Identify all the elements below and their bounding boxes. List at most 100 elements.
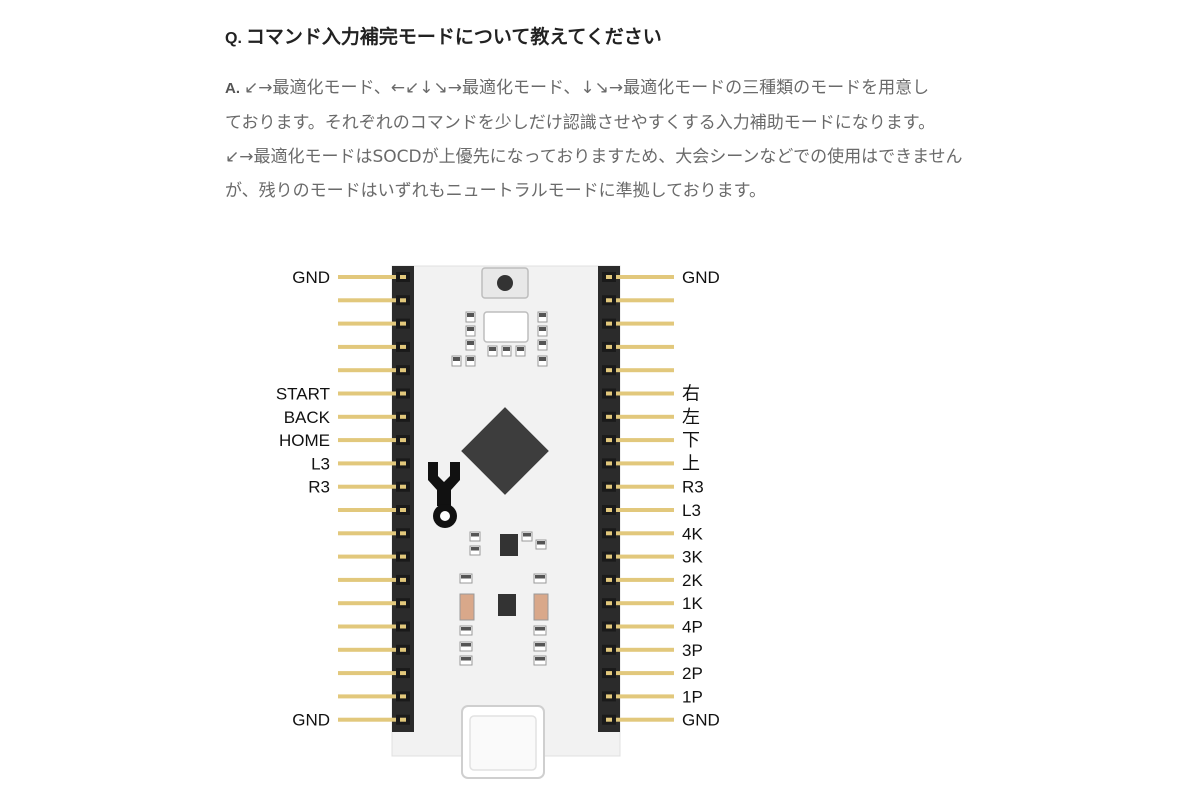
right-pin-tip: [606, 671, 612, 676]
right-pin: [604, 461, 674, 466]
smd-capacitor: [501, 345, 512, 357]
left-pin-tip: [400, 671, 406, 676]
right-pin-tip: [606, 461, 612, 466]
right-pin-tip: [606, 344, 612, 349]
right-pin-tip: [606, 368, 612, 373]
right-pin-label: 上: [682, 453, 700, 474]
usb-c-connector: [461, 705, 545, 779]
faq-answer: A.↙→最適化モード、←↙↓↘→最適化モード、↓↘→最適化モードの三種類のモード…: [225, 71, 1125, 208]
left-pin-tip: [400, 461, 406, 466]
left-header-strip: [392, 266, 414, 732]
smd-capacitor: [465, 355, 476, 367]
right-pin-label: 4P: [682, 618, 703, 637]
smd-capacitor: [465, 325, 476, 337]
smd-capacitor: [533, 625, 547, 636]
right-pin-label: GND: [682, 711, 720, 730]
transistor: [498, 594, 516, 616]
left-pin: [338, 531, 408, 536]
smd-capacitor: [451, 355, 462, 367]
left-pin: [338, 577, 408, 582]
right-pin: [604, 298, 674, 303]
right-pin-label: 3K: [682, 548, 703, 567]
left-pin-tip: [400, 577, 406, 582]
right-pin-tip: [606, 624, 612, 629]
right-pin: [604, 484, 674, 489]
right-pin-label: R3: [682, 478, 704, 497]
right-pin-label: 4K: [682, 524, 703, 543]
right-pin-label: 下: [682, 430, 700, 451]
smd-capacitor: [459, 625, 473, 636]
right-pin-tip: [606, 694, 612, 699]
left-pin: [338, 344, 408, 349]
answer-line: が、残りのモードはいずれもニュートラルモードに準拠しております。: [225, 181, 766, 201]
left-pin: [338, 717, 408, 722]
right-pin: [604, 275, 674, 279]
left-pin-label: HOME: [279, 431, 330, 450]
smd-capacitor: [533, 655, 547, 666]
right-pin-label: 1P: [682, 687, 703, 706]
right-pin-tip: [606, 298, 612, 303]
left-pin-tip: [400, 647, 406, 652]
left-pin: [338, 368, 408, 373]
right-pin: [604, 554, 674, 559]
right-pin-label: L3: [682, 501, 701, 520]
right-pin-label: 左: [682, 407, 700, 428]
right-pin: [604, 647, 674, 652]
question-text: コマンド入力補完モードについて教えてください: [245, 26, 662, 48]
smd-capacitor: [537, 325, 548, 337]
smd-capacitor: [533, 573, 547, 584]
right-pin: [604, 717, 674, 722]
right-pin-tip: [606, 647, 612, 652]
right-pin-tip: [606, 531, 612, 536]
right-pin: [604, 368, 674, 373]
right-pin-tip: [606, 508, 612, 512]
left-pin: [338, 275, 408, 279]
question-prefix: Q.: [225, 30, 242, 47]
right-pin-tip: [606, 438, 612, 443]
crystal: [483, 311, 529, 343]
right-pin: [604, 624, 674, 629]
left-pin: [338, 647, 408, 652]
right-pin-label: GND: [682, 268, 720, 287]
left-pin-tip: [400, 624, 406, 629]
left-pin-tip: [400, 717, 406, 722]
right-pin: [604, 508, 674, 512]
smd-capacitor: [459, 641, 473, 652]
left-pin-tip: [400, 531, 406, 536]
left-pin-tip: [400, 554, 406, 559]
left-pin-header: [338, 266, 414, 732]
left-pin-tip: [400, 275, 406, 279]
left-pin-label: L3: [311, 454, 330, 473]
right-pin-tip: [606, 601, 612, 606]
smd-capacitor: [459, 655, 473, 666]
smd-resistor: [459, 593, 475, 621]
right-pin-tip: [606, 484, 612, 489]
left-pin: [338, 391, 408, 396]
left-pin: [338, 508, 408, 512]
right-pin: [604, 414, 674, 419]
right-pin-tip: [606, 414, 612, 419]
faq-section: Q.コマンド入力補完モードについて教えてください A.↙→最適化モード、←↙↓↘…: [225, 22, 1125, 208]
smd-capacitor: [537, 339, 548, 351]
right-pin-tip: [606, 577, 612, 582]
smd-resistor: [533, 593, 549, 621]
right-pin: [604, 671, 674, 676]
smd-capacitor: [465, 339, 476, 351]
smd-capacitor: [469, 545, 481, 556]
left-pin: [338, 601, 408, 606]
answer-prefix: A.: [225, 80, 240, 97]
right-header-strip: [598, 266, 620, 732]
left-pin: [338, 694, 408, 699]
transistor: [500, 534, 518, 556]
left-pin: [338, 554, 408, 559]
answer-line: ております。それぞれのコマンドを少しだけ認識させやすくする入力補助モードになりま…: [225, 113, 936, 133]
left-pin-tip: [400, 344, 406, 349]
smd-capacitor: [459, 573, 473, 584]
smd-capacitor: [537, 311, 548, 323]
smd-capacitor: [537, 355, 548, 367]
left-pin-label: GND: [292, 711, 330, 730]
right-pin: [604, 321, 674, 326]
left-pin-tip: [400, 694, 406, 699]
smd-capacitor: [465, 311, 476, 323]
